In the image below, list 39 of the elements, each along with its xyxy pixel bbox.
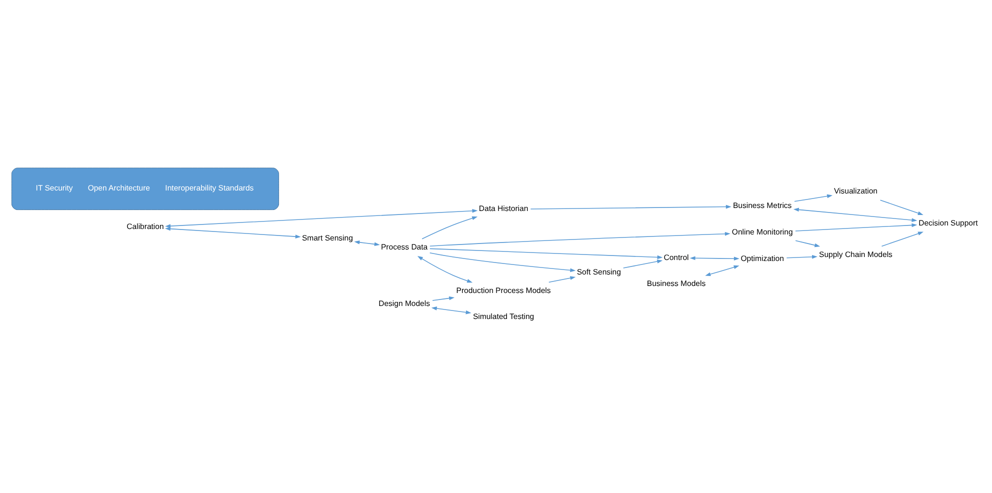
arrow: [354, 240, 380, 246]
node-text: Visualization: [834, 186, 878, 196]
node-text: Supply Chain Models: [819, 249, 892, 258]
node-text: Design Models: [378, 298, 430, 308]
arrow: [429, 252, 576, 272]
node-text: Data Historian: [478, 204, 528, 213]
arrow: [786, 254, 818, 258]
arrow: [164, 226, 301, 238]
arrow: [430, 248, 663, 259]
node-text: Process Data: [380, 242, 428, 252]
node-text: Optimization: [740, 253, 784, 262]
arrow: [530, 204, 732, 209]
arrow: [165, 208, 478, 228]
arrow: [432, 296, 455, 300]
arrow: [794, 194, 833, 202]
node-text: Business Models: [646, 278, 706, 288]
node-text: Smart Sensing: [302, 232, 353, 242]
node-text: Business Metrics: [733, 200, 792, 210]
arrow: [690, 256, 740, 260]
node-text: Decision Support: [918, 218, 978, 227]
arrow: [417, 255, 473, 282]
arrow: [793, 207, 918, 222]
arrow: [622, 259, 663, 268]
arrow: [795, 240, 820, 247]
arrow: [705, 264, 740, 276]
arrow: [430, 231, 730, 246]
node-text: Calibration: [126, 222, 164, 231]
node-text: Control: [664, 252, 689, 262]
arrow: [548, 276, 576, 282]
arrow: [880, 199, 924, 214]
node-text: Soft Sensing: [576, 266, 621, 276]
arrow: [431, 306, 472, 314]
node-box: IT Security Open Architecture Interoperability Standards: [11, 167, 280, 210]
node-text: Production Process Models: [456, 285, 551, 294]
node-text: Online Monitoring: [732, 226, 793, 236]
arrow: [795, 222, 918, 231]
arrow: [422, 216, 478, 239]
node-text: Simulated Testing: [472, 312, 534, 321]
arrow: [881, 231, 924, 246]
